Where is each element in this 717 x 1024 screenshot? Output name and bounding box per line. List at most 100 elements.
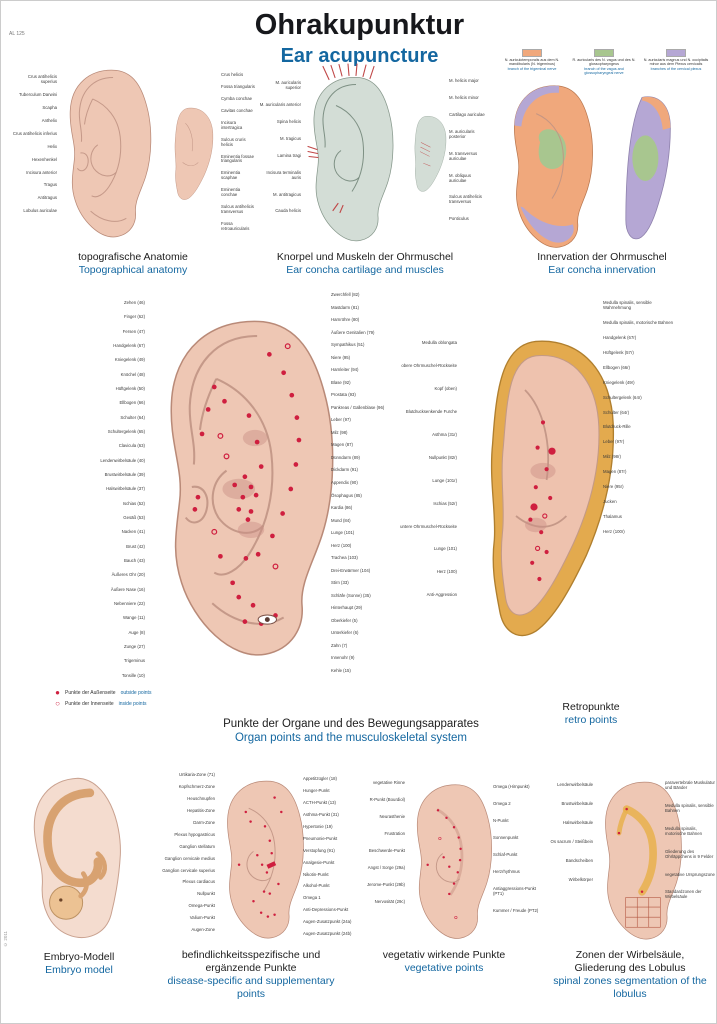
organ-silhouettes — [222, 429, 268, 538]
anatomy-label: Brustwirbelsäule — [561, 800, 593, 806]
acupoint-label: obere Ohrmuschel-Rückseite — [401, 362, 457, 368]
acupoint-label: Wange (11) — [123, 615, 145, 621]
acupoint-label: Blase (92) — [331, 379, 351, 385]
acupoint-label: Omega 2 — [493, 800, 511, 806]
innervation-legend: N. auriculotemporalis aus dem N. mandibu… — [499, 49, 709, 76]
acupoint-label: Kniegelenk (49r) — [603, 379, 635, 385]
acupoint-label: Knöchel (48) — [120, 371, 145, 377]
acupoint-label: Dünndarm (89) — [331, 454, 360, 460]
zone-marker — [266, 861, 277, 869]
embryo-body — [43, 788, 103, 888]
legend-label-de: Punkte der Innenseite — [65, 701, 114, 707]
anatomy-label: Halswirbelsäule — [562, 819, 593, 825]
retro-inner-skin — [500, 355, 600, 616]
anatomy-label: Eminentia fossae triangularis — [221, 153, 254, 164]
acupoint-label: Oberkiefer (5) — [331, 617, 358, 623]
ear-disease-points-illustration — [227, 780, 304, 939]
caption-de: Retropunkte — [562, 701, 620, 713]
anatomy-label: Lobulus auriculae — [23, 208, 57, 214]
anatomy-label: Crus antihelicis superius — [27, 74, 57, 84]
acupoint-label: ACTH-Punkt (13) — [303, 799, 336, 805]
cervical-plexus-rim-zone — [514, 85, 559, 127]
anatomy-label: Incisura anterior — [26, 169, 57, 175]
acupoint-label: Medulla spinalis, sensible Wahrnehmung — [603, 300, 652, 310]
acupoint-label: Leber (97) — [331, 417, 351, 423]
acupoint-label: Kummer / Freude (PT2) — [493, 907, 539, 913]
acupoint-label: Asthma (31r) — [432, 431, 457, 437]
anatomy-label: paravertebrale Muskulatur und Bänder — [665, 780, 715, 790]
acupoint-label: Drei-Erwärmer (104) — [331, 567, 371, 573]
acupoint-label: Mund (84) — [331, 517, 351, 523]
caption-spinal-zones: Zonen der Wirbelsäule, Gliederung des Lo… — [549, 949, 711, 1002]
acupoint-label: Prostata (93) — [331, 392, 356, 398]
anatomy-label: M. auricularis posterior — [449, 128, 475, 139]
caption-en: Ear concha innervation — [548, 264, 656, 277]
acupoint-label: Lunge (101) — [331, 530, 355, 536]
embryo-leg — [95, 851, 107, 880]
vagus-zone — [538, 129, 567, 169]
anatomy-label: Cymba conchae — [221, 95, 253, 101]
caption-vegetative-points: vegetativ wirkende Punkte vegetative poi… — [369, 949, 519, 975]
vegetative-acupoints — [426, 809, 462, 919]
acupoint-label: Finger (62) — [123, 314, 145, 320]
acupoint-label: Kniegelenk (49) — [114, 357, 145, 363]
caption-en: disease-specific and supplementary point… — [167, 975, 335, 1001]
acupoint-label: Schultergelenk (65) — [107, 428, 145, 434]
caption-de: topografische Anatomie — [78, 251, 188, 263]
legend-label-de: Punkte der Außenseite — [65, 690, 116, 696]
acupoint-label: Ösophagus (85) — [331, 492, 362, 498]
acupoint-label: Herz (100) — [331, 542, 352, 548]
ear-back-topo-illustration — [174, 107, 214, 200]
acupoint-label: Blutdrucksenkende Furche — [405, 408, 457, 414]
acupoint-label: Kehle (15) — [331, 667, 351, 673]
ear-innervation-front-illustration — [514, 85, 593, 248]
acupoint-label: Halswirbelsäule (37) — [106, 486, 145, 492]
acupoint-label: vegetative Rinne — [372, 780, 405, 785]
anatomy-label: Lamina tragi — [277, 152, 301, 158]
legend-label-en: branches of the cervical plexus — [650, 66, 702, 71]
acupoint-label: Niere (95r) — [603, 484, 624, 490]
acupoint-label: Appetitzügler (18) — [303, 776, 337, 781]
acupoint-label: Mastdarm (81) — [331, 304, 359, 310]
acupoint-label: Ischias (52) — [122, 500, 145, 506]
temporal-muscle-fan — [322, 63, 375, 81]
acupoint-label: Ischias (52r) — [433, 500, 457, 506]
caption-cartilage: Knorpel und Muskeln der Ohrmuschel Ear c… — [259, 251, 471, 277]
acupoint-label: Kardia (86) — [331, 505, 353, 511]
acupoint-label: Zehen (46) — [123, 300, 145, 305]
acupoint-label: Nervosität (29c) — [374, 898, 405, 904]
anatomy-label: Antitragus — [37, 195, 57, 201]
spinal-zone-crus — [616, 806, 630, 836]
legend-item: ○ Punkte der Innenseite inside points — [53, 700, 151, 708]
caption-en: Embryo model — [45, 964, 113, 977]
legend-item: ● Punkte der Außenseite outside points — [53, 689, 151, 697]
anatomy-label: vegetative Ursprungszone — [665, 871, 715, 877]
acupoint-label: Lunge (101) — [433, 546, 457, 552]
acupoint-label: Milz (98r) — [603, 454, 621, 460]
acupoint-label: Ellbogen (66) — [119, 400, 145, 406]
anatomy-label: M. auricularis anterior — [259, 101, 301, 107]
caption-topographical: topografische Anatomie Topographical ana… — [11, 251, 255, 277]
caption-en: retro points — [564, 714, 618, 727]
acupoint-label: N-Punkt — [493, 817, 509, 823]
acupoint-label: Niere (95) — [331, 354, 351, 360]
acupoint-label: Herz (100r) — [603, 529, 625, 534]
anatomy-label: M. transversus auriculae — [449, 150, 478, 161]
trigeminal-back-zone — [642, 96, 671, 130]
spinal-zone-band — [622, 805, 657, 896]
acupoint-label: Äußeres Ohr (20) — [111, 572, 145, 578]
legend-label-de: R. auricularis des N. vagus und des N. g… — [572, 58, 636, 67]
anatomy-label: M. antitragicus — [273, 191, 301, 197]
acupoint-label: Heuschnupfen — [187, 795, 215, 801]
anatomy-label: Medulla spinalis, sensible Bahnen — [665, 802, 714, 813]
acupoint-label: Augen-Zone — [191, 927, 215, 933]
anatomy-label: Spina helicis — [276, 118, 301, 124]
acupoint-label: Valium-Punkt — [189, 915, 215, 921]
